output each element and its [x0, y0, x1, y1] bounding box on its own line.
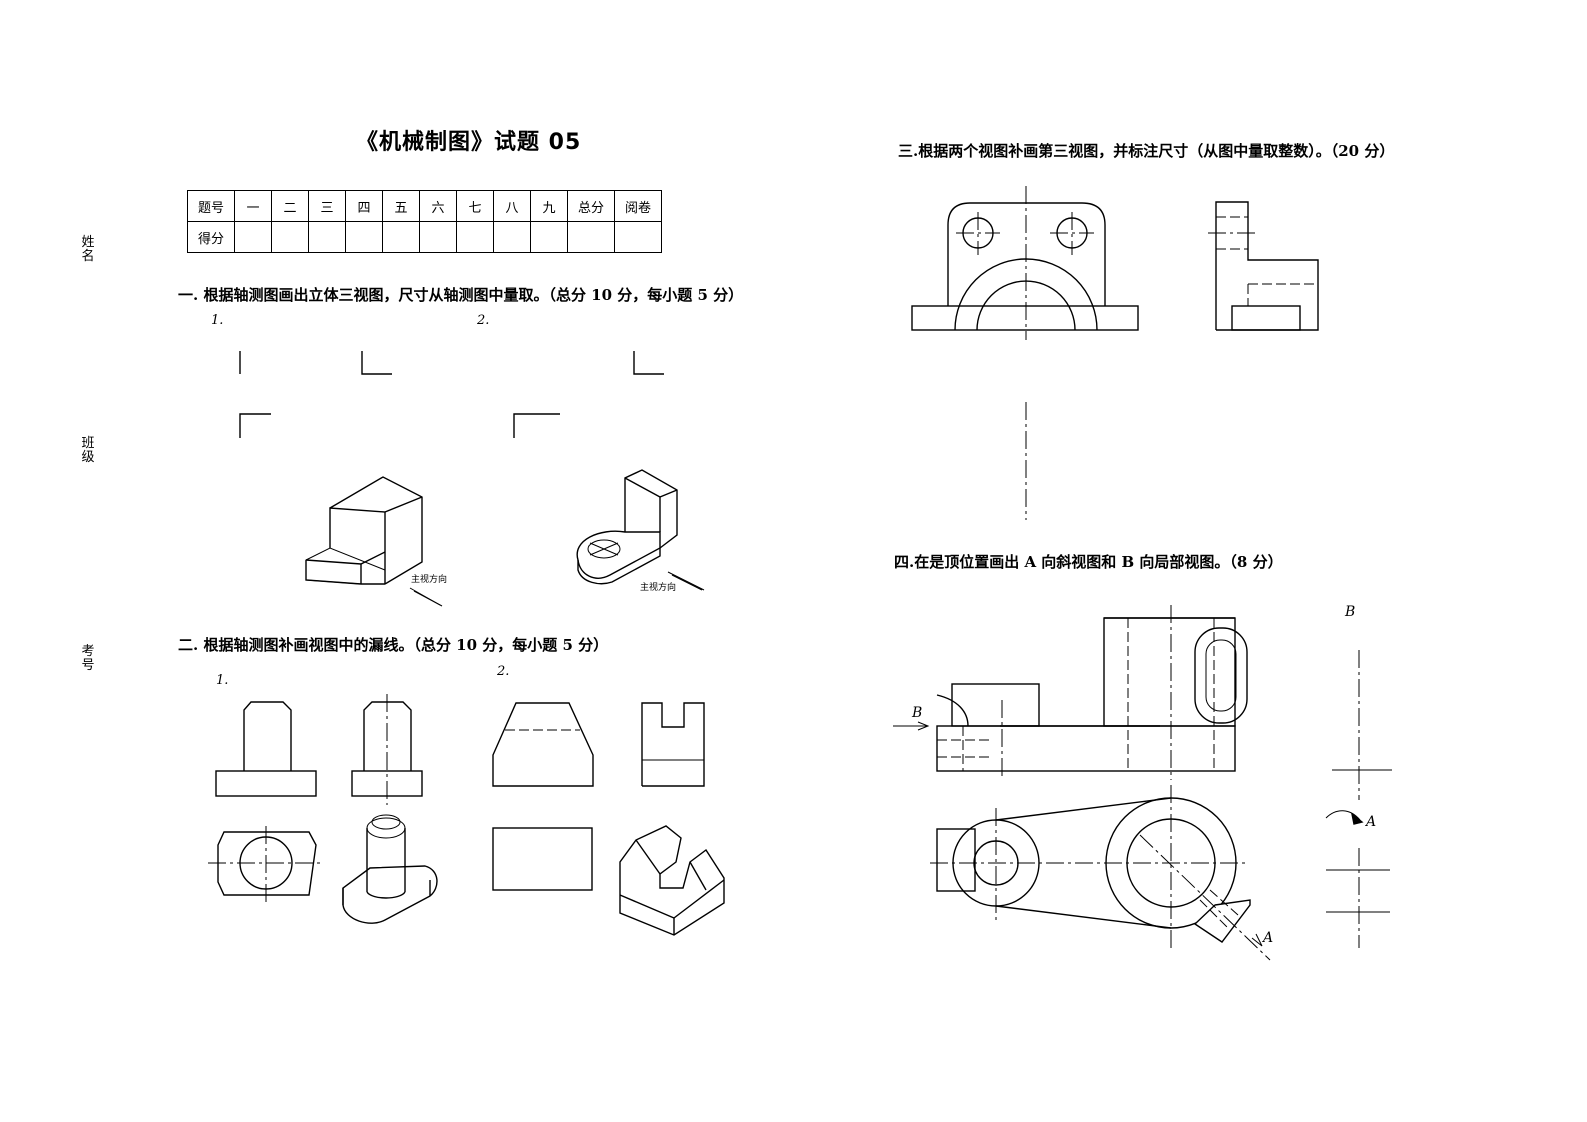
- score-header-cell: 三: [308, 190, 346, 222]
- score-cell[interactable]: [456, 221, 494, 253]
- question-4-title: 四.在是顶位置画出 A 向斜视图和 B 向局部视图。（8 分）: [894, 553, 1283, 571]
- q3-side-view: [1208, 201, 1319, 331]
- q4-label-b: B: [911, 705, 922, 721]
- q2-2-top-view: [492, 827, 593, 891]
- q1-isometric-stepped-block: [305, 476, 423, 585]
- side-label-name: 姓名: [81, 235, 95, 264]
- score-cell[interactable]: [493, 221, 531, 253]
- q1-view-note-2: 主视方向: [640, 581, 676, 593]
- q2-1-top-view: [208, 826, 324, 903]
- q2-1-front-view: [215, 701, 317, 797]
- score-cell[interactable]: [567, 221, 615, 253]
- score-header-cell: 二: [271, 190, 309, 222]
- score-table-score-row: 得分: [187, 221, 662, 253]
- score-header-cell: 阅卷: [614, 190, 662, 222]
- q4-label-a-arrow: A: [1364, 814, 1376, 830]
- q3-front-view: [911, 186, 1139, 520]
- q4-top-view: [930, 785, 1271, 961]
- question-3-title: 三.根据两个视图补画第三视图，并标注尺寸（从图中量取整数）。（20 分）: [898, 142, 1395, 160]
- q1-view-arrow-2: [667, 571, 705, 591]
- score-header-cell: 总分: [567, 190, 615, 222]
- side-label-exam-number: 考号: [81, 644, 95, 673]
- question-1-item-1: 1.: [211, 313, 224, 328]
- score-table: 题号 一 二 三 四 五 六 七 八 九 总分 阅卷 得分: [187, 190, 662, 253]
- question-1-title: 一. 根据轴测图画出立体三视图，尺寸从轴测图中量取。（总分 10 分，每小题 5…: [178, 286, 744, 304]
- q4-answer-area-marks: [1325, 650, 1392, 948]
- score-cell[interactable]: [530, 221, 568, 253]
- q1-corner-marks: [239, 351, 664, 438]
- score-cell[interactable]: [419, 221, 457, 253]
- question-2-item-2: 2.: [497, 664, 510, 679]
- question-2-title: 二. 根据轴测图补画视图中的漏线。（总分 10 分，每小题 5 分）: [178, 636, 609, 654]
- q2-1-side-view: [351, 694, 423, 805]
- q2-1-isometric: [342, 814, 438, 924]
- score-header-cell: 五: [382, 190, 420, 222]
- q2-2-front-view: [492, 702, 594, 787]
- q2-2-isometric: [619, 825, 725, 936]
- score-cell[interactable]: [614, 221, 662, 253]
- page-title: 《机械制图》试题 05: [356, 130, 582, 155]
- score-header-cell: 九: [530, 190, 568, 222]
- score-header-cell: 七: [456, 190, 494, 222]
- q1-isometric-l-bracket: [576, 469, 678, 585]
- score-header-cell: 一: [234, 190, 272, 222]
- score-table-header-row: 题号 一 二 三 四 五 六 七 八 九 总分 阅卷: [187, 190, 662, 222]
- question-2-item-1: 1.: [216, 673, 229, 688]
- q2-2-side-view: [641, 702, 705, 787]
- side-label-class: 班级: [81, 436, 95, 465]
- score-cell[interactable]: [234, 221, 272, 253]
- q4-label-a-view: A: [1261, 930, 1273, 946]
- question-1-item-2: 2.: [477, 313, 490, 328]
- score-cell[interactable]: [271, 221, 309, 253]
- score-cell[interactable]: [308, 221, 346, 253]
- q4-label-b-answer: B: [1344, 604, 1355, 620]
- q1-view-note-1: 主视方向: [411, 573, 447, 585]
- score-row-label: 得分: [187, 221, 235, 253]
- q4-front-view: [893, 605, 1248, 780]
- q1-view-arrow-1: [409, 587, 443, 607]
